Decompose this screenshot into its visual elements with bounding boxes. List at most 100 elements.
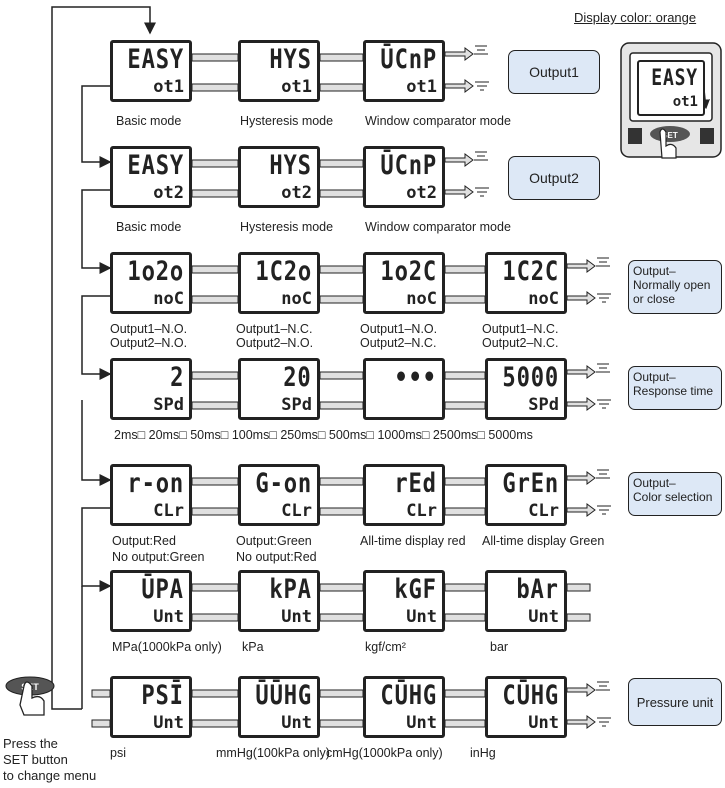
flow-bar	[444, 371, 486, 380]
lcd-main-text: 1C2C	[502, 256, 559, 287]
lcd-sub-text: Unt	[153, 607, 184, 627]
flow-bar	[319, 583, 364, 592]
lcd-sub-text: Unt	[406, 713, 437, 733]
mode-label: Basic mode	[116, 220, 182, 234]
lcd-main-text: 2	[169, 362, 184, 393]
lcd-sub-text: noC	[406, 289, 437, 309]
flow-bar	[191, 401, 239, 410]
flow-bar	[191, 507, 239, 516]
lcd-sub-text: SPd	[153, 395, 184, 415]
lcd-sub-text: ot2	[281, 183, 312, 203]
lcd-display: •••	[363, 358, 445, 420]
lcd-main-text: •••	[394, 362, 437, 393]
lcd-main-text: CŪHG	[502, 680, 559, 711]
flow-bar	[444, 719, 486, 728]
lcd-sub-text: Unt	[281, 607, 312, 627]
flow-bar	[319, 477, 364, 486]
flow-bar	[444, 613, 486, 622]
mode-label: Hysteresis mode	[240, 220, 334, 234]
flow-bar	[191, 295, 239, 304]
flow-bar	[191, 53, 239, 62]
flow-bar	[319, 159, 364, 168]
lcd-sub-text: ot1	[153, 77, 184, 97]
unit-label: cmHg(1000kPa only)	[326, 746, 443, 760]
mode-label: Output2–N.O.	[236, 336, 314, 350]
lcd-sub-text: CLr	[528, 501, 559, 521]
output-arrows	[444, 151, 489, 199]
flow-bar	[444, 401, 486, 410]
flow-bar	[91, 719, 111, 728]
lcd-main-text: 1C2o	[255, 256, 312, 287]
flow-bar	[191, 583, 239, 592]
lcd-main-text: 1o2C	[380, 256, 437, 287]
output-arrows	[566, 257, 611, 305]
mode-label: Output:Red	[112, 534, 176, 548]
flow-bar	[319, 83, 364, 92]
lcd-sub-text: Unt	[281, 713, 312, 733]
display-color-label: Display color: orange	[574, 10, 697, 25]
lcd-sub-text: Unt	[153, 713, 184, 733]
output-arrows	[566, 681, 611, 729]
mode-label: Output1–N.C.	[236, 322, 313, 336]
flow-bar	[191, 265, 239, 274]
lcd-main-text: kGF	[394, 574, 437, 605]
lcd-main-text: 5000	[502, 362, 559, 393]
lcd-sub-text: ot2	[153, 183, 184, 203]
output-arrows	[566, 469, 611, 517]
mode-label: Output1–N.O.	[110, 322, 188, 336]
flow-bar	[566, 613, 591, 622]
lcd-sub-text: CLr	[153, 501, 184, 521]
lcd-main-text: r-on	[127, 468, 184, 499]
flow-bar	[191, 159, 239, 168]
setting-box: Output–Color selection	[628, 472, 722, 516]
flow-bar	[191, 83, 239, 92]
flow-bar	[444, 583, 486, 592]
flow-bar	[319, 371, 364, 380]
mode-label: Output2–N.O.	[110, 336, 188, 350]
flow-bar	[191, 189, 239, 198]
lcd-sub-text: SPd	[281, 395, 312, 415]
flow-bar	[319, 53, 364, 62]
lcd-sub-text: noC	[153, 289, 184, 309]
unit-label: kPa	[242, 640, 264, 654]
lcd-sub-text: noC	[528, 289, 559, 309]
lcd-sub-text: Unt	[406, 607, 437, 627]
lcd-main-text: 1o2o	[127, 256, 184, 287]
flow-bar	[319, 295, 364, 304]
lcd-main-text: GrEn	[502, 468, 559, 499]
lcd-sub-text: ot2	[406, 183, 437, 203]
setting-box: Output–Response time	[628, 366, 722, 410]
lcd-main-text: EASY	[127, 44, 184, 75]
unit-label: MPa(1000kPa only)	[112, 640, 222, 654]
unit-label: psi	[110, 746, 126, 760]
lcd-main-text: rEd	[394, 468, 437, 499]
mode-label: Window comparator mode	[365, 114, 511, 128]
mode-label: Output1–N.O.	[360, 322, 438, 336]
flow-bar	[319, 689, 364, 698]
flow-bar	[319, 507, 364, 516]
lcd-sub-text: CLr	[406, 501, 437, 521]
lcd-sub-text: Unt	[528, 607, 559, 627]
flow-bar	[319, 189, 364, 198]
mode-label: Basic mode	[116, 114, 182, 128]
output-arrows	[566, 363, 611, 411]
lcd-sub-text: ot1	[406, 77, 437, 97]
flow-bar	[444, 477, 486, 486]
lcd-sub-text: Unt	[528, 713, 559, 733]
